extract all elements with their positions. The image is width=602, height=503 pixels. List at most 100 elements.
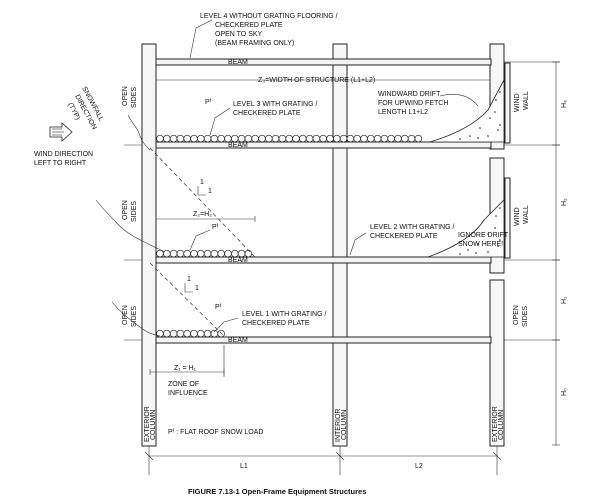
snow-particle: [217, 134, 225, 143]
snow-level1: [156, 329, 225, 338]
stipple-dot: [487, 233, 489, 235]
stipple-dot: [489, 117, 491, 119]
windward-drift-level3: [429, 79, 505, 143]
snow-particle: [414, 134, 423, 143]
snow-particle: [244, 249, 253, 258]
stipple-dot: [495, 99, 497, 101]
open-sides-right-2: SIDES: [522, 306, 529, 327]
snowfall-arrow-low: [111, 301, 161, 337]
wind-direction-label-2: LEFT TO RIGHT: [34, 160, 87, 167]
wind-wall-label-lower-2: WALL: [523, 205, 530, 224]
snow-particle: [224, 134, 232, 143]
svg-text:CHECKERED PLATE: CHECKERED PLATE: [370, 233, 438, 240]
svg-text:1: 1: [208, 188, 212, 195]
svg-text:FOR UPWIND FETCH: FOR UPWIND FETCH: [378, 100, 448, 107]
open-sides-left-top: OPEN: [122, 86, 129, 106]
z2-dimension: Z₂=H₂ Pᶠ: [155, 211, 256, 251]
interior-column-label: INTERIOR: [335, 409, 342, 442]
svg-text:OPEN TO SKY: OPEN TO SKY: [215, 31, 263, 38]
stipple-dot: [487, 135, 489, 137]
drift-stipple-lower: [459, 207, 501, 255]
influence-line-lower: [149, 262, 226, 338]
snow-particle: [156, 134, 164, 143]
pf-level1: Pᶠ: [215, 304, 222, 311]
exterior-column-right-label-2: COLUMN: [498, 410, 505, 440]
snow-particle: [231, 249, 239, 258]
svg-text:WINDWARD DRIFT: WINDWARD DRIFT: [378, 91, 441, 98]
snow-particle: [224, 249, 232, 258]
stipple-dot: [497, 245, 499, 247]
width-dimensions: L1 L2: [144, 446, 502, 475]
level1-label: LEVEL 1 WITH GRATING / CHECKERED PLATE P…: [213, 304, 326, 333]
snow-particle: [203, 249, 212, 258]
wind-direction-arrow-icon: [49, 122, 73, 142]
open-sides-right: OPEN: [513, 305, 520, 325]
snow-particle: [373, 134, 382, 143]
beam-label-level2: BEAM: [228, 257, 248, 264]
svg-text:Z₂=H₂: Z₂=H₂: [193, 211, 212, 218]
exterior-column-left: [141, 43, 157, 447]
snow-particle: [197, 249, 205, 258]
pf-level3: Pᶠ: [205, 99, 212, 106]
open-sides-left-low: OPEN: [122, 305, 129, 325]
svg-text:Z₃=WIDTH OF STRUCTURE (L1+L2): Z₃=WIDTH OF STRUCTURE (L1+L2): [258, 77, 375, 84]
beam-label-level1: BEAM: [228, 337, 248, 344]
snow-level2: [156, 249, 253, 258]
influence-line-upper: [149, 147, 256, 258]
wind-direction-label: WIND DIRECTION: [34, 151, 93, 158]
l1-label: L1: [240, 463, 248, 470]
beam-label-level3: BEAM: [228, 142, 248, 149]
snow-particle: [183, 329, 191, 338]
stipple-dot: [494, 111, 496, 113]
snow-particle: [190, 134, 198, 143]
snow-particle: [292, 134, 300, 143]
zone-of-influence-label: ZONE OF INFLUENCE: [168, 381, 208, 397]
level4-label: LEVEL 4 WITHOUT GRATING FLOORING / CHECK…: [189, 13, 338, 59]
snow-particle: [265, 134, 273, 143]
beam-label-level4: BEAM: [228, 59, 248, 66]
z1-dimension: Z₁ = H₁: [149, 345, 225, 377]
snow-particle: [203, 329, 212, 338]
stipple-dot: [477, 137, 479, 139]
snow-particle: [305, 134, 314, 143]
wind-wall-upper: [504, 62, 511, 144]
h0-label: H₀: [561, 388, 568, 396]
stipple-dot: [487, 251, 489, 253]
stipple-dot: [494, 227, 496, 229]
snowfall-arrow-top: [127, 114, 151, 151]
svg-text:LEVEL 2 WITH GRATING /: LEVEL 2 WITH GRATING /: [370, 224, 454, 231]
wind-wall-label-lower: WIND: [514, 207, 521, 226]
snow-particle: [210, 249, 219, 258]
level3-label: LEVEL 3 WITH GRATING / CHECKERED PLATE P…: [205, 99, 317, 136]
snow-particle: [380, 134, 389, 143]
open-sides-left-top-2: SIDES: [131, 87, 138, 108]
exterior-column-left-label: EXTERIOR: [144, 406, 151, 442]
snowfall-arrow-mid: [95, 199, 166, 253]
snow-particle: [367, 134, 375, 143]
stipple-dot: [499, 239, 501, 241]
beam-level3: [155, 141, 492, 149]
svg-text:LEVEL 4 WITHOUT GRATING FLOORI: LEVEL 4 WITHOUT GRATING FLOORING /: [200, 13, 338, 20]
snow-particle: [217, 249, 225, 258]
snow-particle: [163, 249, 171, 258]
snow-particle: [319, 134, 327, 143]
svg-text:SNOW HERE!: SNOW HERE!: [458, 241, 503, 248]
snow-particle: [407, 134, 416, 143]
snow-particle: [231, 134, 239, 143]
flat-roof-load-legend: Pᶠ : FLAT ROOF SNOW LOAD: [168, 429, 263, 436]
stipple-dot: [469, 135, 471, 137]
exterior-column-left-label-2: COLUMN: [150, 410, 157, 440]
snow-particle: [176, 134, 185, 143]
exterior-column-right-label: EXTERIOR: [492, 406, 499, 442]
svg-text:1: 1: [200, 179, 204, 186]
svg-text:IGNORE DRIFT: IGNORE DRIFT: [458, 232, 509, 239]
level2-label: LEVEL 2 WITH GRATING / CHECKERED PLATE: [349, 224, 454, 256]
open-sides-left-mid: OPEN: [122, 200, 129, 220]
snow-particle: [169, 329, 178, 338]
snow-particle: [169, 134, 178, 143]
stipple-dot: [499, 207, 501, 209]
snow-particle: [163, 329, 171, 338]
stipple-dot: [497, 129, 499, 131]
beam-level2: [155, 256, 492, 264]
